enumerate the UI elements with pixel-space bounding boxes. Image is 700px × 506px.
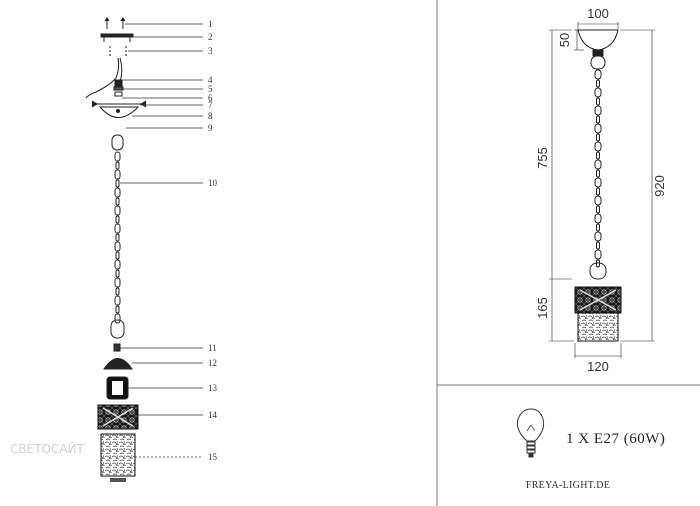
glass-shade xyxy=(577,312,619,342)
chain-link xyxy=(594,213,602,224)
chain-link xyxy=(115,287,120,296)
website: FREYA-LIGHT.DE xyxy=(526,480,610,491)
chain-link xyxy=(115,197,120,206)
part-6 xyxy=(114,91,123,97)
chain-link xyxy=(114,313,121,324)
dimension-view xyxy=(549,22,655,358)
chain-link xyxy=(114,187,121,198)
chain-link xyxy=(114,205,121,216)
chain xyxy=(594,69,602,268)
chain-link xyxy=(596,205,600,214)
callout-number: 7 xyxy=(208,100,213,110)
chain-ring-bottom xyxy=(110,319,125,339)
watermark: СВЕТОСАЙТ xyxy=(10,441,85,456)
chain-link xyxy=(596,151,600,160)
callout-number: 1 xyxy=(208,19,213,29)
bulb-icon xyxy=(516,408,545,458)
chain-link xyxy=(594,195,602,206)
chain-link xyxy=(115,251,120,260)
callout-number: 4 xyxy=(208,75,213,85)
part-11-nut xyxy=(113,343,121,352)
part-5 xyxy=(113,86,124,91)
callout-number: 14 xyxy=(208,410,218,420)
part-canopy xyxy=(98,106,140,118)
chain-link xyxy=(594,141,602,152)
chain-link xyxy=(594,105,602,116)
callout-number: 9 xyxy=(208,123,213,133)
callout-number: 5 xyxy=(208,84,213,94)
dim-canopy-width: 100 xyxy=(587,6,609,21)
chain-link xyxy=(596,187,600,196)
part-4 xyxy=(114,79,123,87)
chain-link xyxy=(115,215,120,224)
chain-link xyxy=(114,295,121,306)
callout-number: 3 xyxy=(208,46,213,56)
chain-link xyxy=(594,123,602,134)
bulb-spec: 1 X E27 (60W) xyxy=(566,431,665,447)
chain-link xyxy=(596,169,600,178)
callout-number: 6 xyxy=(208,93,213,103)
chain-link xyxy=(115,233,120,242)
chain-link xyxy=(114,223,121,234)
callout-number: 13 xyxy=(208,383,218,393)
callout-number: 15 xyxy=(208,452,218,462)
callout-number: 11 xyxy=(208,343,217,353)
chain-link xyxy=(115,269,120,278)
power-wire xyxy=(85,57,120,99)
chain-link xyxy=(596,241,600,250)
chain-link xyxy=(114,169,121,180)
chain-link xyxy=(594,249,602,260)
callout-number: 8 xyxy=(208,111,213,121)
canopy xyxy=(577,29,619,51)
exploded-view xyxy=(85,17,147,482)
chain-ring-top xyxy=(111,134,124,151)
callout-number: 2 xyxy=(208,32,213,42)
part-15-glass-shade xyxy=(100,433,136,477)
dim-total-height: 920 xyxy=(652,175,667,197)
chain-link xyxy=(594,87,602,98)
chain-link xyxy=(596,115,600,124)
chain-link xyxy=(114,241,121,252)
dim-canopy-height: 50 xyxy=(557,33,572,47)
chain-link xyxy=(596,97,600,106)
dim-chain-length: 755 xyxy=(535,147,550,169)
chain-link xyxy=(594,69,602,80)
chain-link xyxy=(114,259,121,270)
chain-link xyxy=(596,223,600,232)
dim-shade-width: 120 xyxy=(587,359,609,374)
callout-number: 12 xyxy=(208,358,217,368)
dim-shade-height: 165 xyxy=(535,297,550,319)
chain-link xyxy=(115,161,120,170)
chain-link xyxy=(594,231,602,242)
chain-link xyxy=(596,79,600,88)
part-chain xyxy=(114,151,121,324)
chain-link xyxy=(115,305,120,314)
chain-link xyxy=(594,177,602,188)
chain-link xyxy=(596,133,600,142)
part-bolts xyxy=(109,46,127,56)
chain-link xyxy=(114,277,121,288)
chain-link xyxy=(114,151,121,162)
callout-number: 10 xyxy=(208,178,218,188)
chain-link xyxy=(594,159,602,170)
chain-link xyxy=(115,179,120,188)
part-12-cap xyxy=(103,358,133,370)
part-mounting-bracket xyxy=(100,33,134,42)
part-screws xyxy=(104,17,126,29)
